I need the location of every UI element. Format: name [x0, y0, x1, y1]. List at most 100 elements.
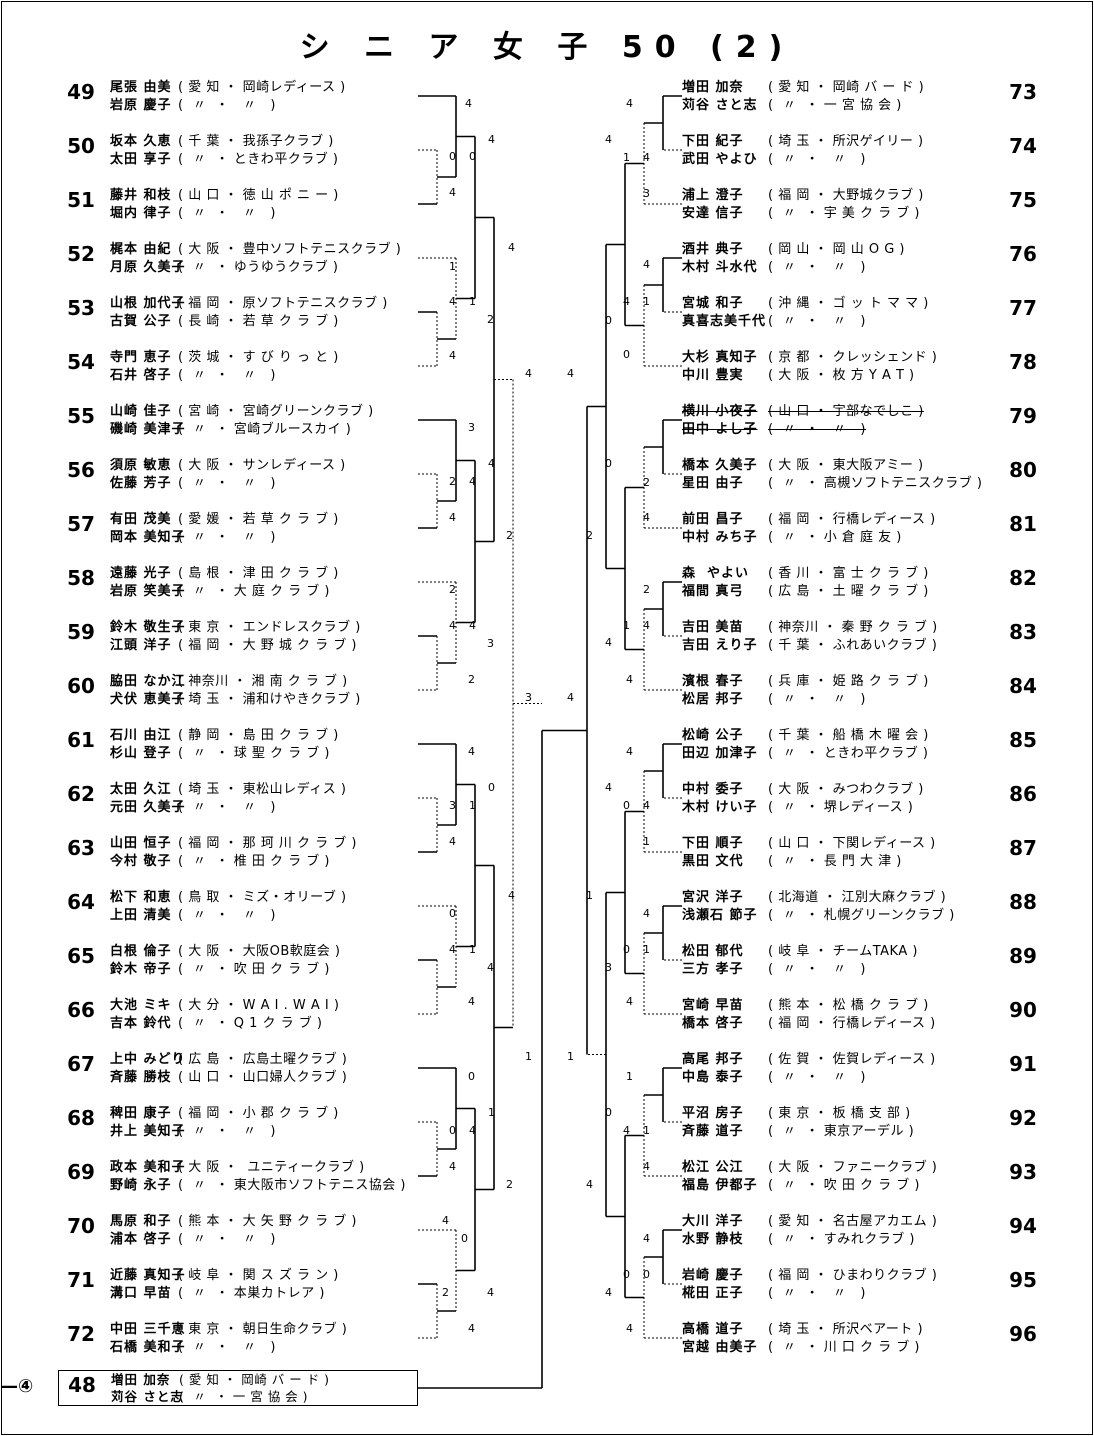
match-score-right: 4: [586, 1178, 593, 1191]
player-2: 宮越 由美子( 〃 ・ 川 口 ク ラ ブ ): [682, 1340, 920, 1356]
seed-number: 90: [1009, 998, 1037, 1022]
seed-number: 68: [67, 1106, 95, 1130]
player-affiliation: ( 〃 ・ 〃 ): [768, 962, 866, 977]
match-score-right: 1: [623, 619, 630, 632]
player-1: 政本 美和子( 大 阪 ・ ユニティークラブ ): [110, 1160, 365, 1176]
player-name: 堀内 律子: [110, 206, 172, 221]
seed-number: 89: [1009, 944, 1037, 968]
player-affiliation: ( 広 島 ・ 広島土曜クラブ ): [178, 1052, 348, 1067]
player-affiliation: ( 〃 ・ 〃 ): [178, 908, 276, 923]
player-affiliation: ( 〃 ・ 〃 ): [768, 152, 866, 167]
player-1: 近藤 真知子( 岐 阜 ・ 関 ス ズ ラ ン ): [110, 1268, 339, 1284]
player-name: 松崎 公子: [682, 728, 744, 743]
player-name: 田辺 加津子: [682, 746, 758, 761]
match-score-right: 4: [643, 799, 650, 812]
player-affiliation: ( 福 岡 ・ 大野城クラブ ): [768, 188, 924, 203]
player-2: 福間 真弓( 広 島 ・ 土 曜 ク ラ ブ ): [682, 584, 929, 600]
player-1: 前田 昌子( 福 岡 ・ 行橋レディース ): [682, 512, 936, 528]
match-score-left: 4: [449, 619, 456, 632]
seed-number: 50: [67, 134, 95, 158]
player-name: 福間 真弓: [682, 584, 744, 599]
match-score-right: 4: [623, 295, 630, 308]
player-1: 酒井 典子( 岡 山 ・ 岡 山 O G ): [682, 242, 905, 258]
match-score-right: 0: [623, 348, 630, 361]
player-name: 椛田 正子: [682, 1286, 744, 1301]
player-affiliation: ( 熊 本 ・ 大 矢 野 ク ラ ブ ): [178, 1214, 357, 1229]
player-name: 梶本 由紀: [110, 242, 172, 257]
player-name: 山根 加代子: [110, 296, 186, 311]
player-affiliation: ( 愛 知 ・ 岡崎レディース ): [178, 80, 346, 95]
seed-number: 73: [1009, 80, 1037, 104]
player-name: 藤井 和枝: [110, 188, 172, 203]
match-score-left: 4: [449, 186, 456, 199]
player-affiliation: ( 愛 知 ・ 岡崎 バ ー ド ): [768, 80, 925, 95]
player-name: 佐藤 芳子: [110, 476, 172, 491]
match-score-left: 4: [468, 995, 475, 1008]
match-score-right: 1: [643, 295, 650, 308]
player-affiliation: ( 京 都 ・ クレッシェンド ): [768, 350, 938, 365]
match-score-left: 1: [469, 943, 476, 956]
player-2: 犬伏 恵美子( 埼 玉 ・ 浦和けやきクラブ ): [110, 692, 361, 708]
player-1: 横川 小夜子( 山 口 ・ 宇部なでしこ ): [682, 404, 924, 420]
player-affiliation: ( 大 分 ・ W A I . W A I ): [178, 998, 340, 1013]
seed-number: 58: [67, 566, 95, 590]
player-affiliation: ( 〃 ・ 〃 ): [768, 260, 866, 275]
player-affiliation: ( 北海道 ・ 江別大麻クラブ ): [768, 890, 947, 905]
player-name: 平沼 房子: [682, 1106, 744, 1121]
player-name: 磯崎 美津子: [110, 422, 186, 437]
player-name: 斉藤 勝枝: [110, 1070, 172, 1085]
player-name: 松江 公江: [682, 1160, 744, 1175]
match-score-right: 1: [567, 1050, 574, 1063]
match-score-left: 4: [449, 295, 456, 308]
player-name: 石川 由江: [110, 728, 172, 743]
player-affiliation: ( 埼 玉 ・ 所沢ゲイリー ): [768, 134, 924, 149]
player-name: 鈴木 敬生子: [110, 620, 186, 635]
match-score-right: 4: [643, 1160, 650, 1173]
player-affiliation: ( 〃 ・ 長 門 大 津 ): [768, 854, 902, 869]
match-score-right: 4: [626, 995, 633, 1008]
player-affiliation: ( 神奈川 ・ 湘 南 ク ラ ブ ): [178, 674, 348, 689]
player-affiliation: ( 山 口 ・ 宇部なでしこ ): [768, 404, 924, 419]
player-1: 脇田 なか江( 神奈川 ・ 湘 南 ク ラ ブ ): [110, 674, 348, 690]
player-2: 磯崎 美津子( 〃 ・ 宮崎ブルースカイ ): [110, 422, 351, 438]
player-affiliation: ( 〃 ・ 一 宮 協 会 ): [768, 98, 902, 113]
player-name: 浅瀬石 節子: [682, 908, 758, 923]
player-1: 山根 加代子( 福 岡 ・ 原ソフトテニスクラブ ): [110, 296, 388, 312]
match-score-left: 2: [487, 313, 494, 326]
player-1: 有田 茂美( 愛 媛 ・ 若 草 ク ラ ブ ): [110, 512, 339, 528]
player-name: 宮沢 洋子: [682, 890, 744, 905]
player-2: 堀内 律子( 〃 ・ 〃 ): [110, 206, 276, 222]
match-score-right: 3: [605, 961, 612, 974]
player-affiliation: ( 長 崎 ・ 若 草 ク ラ ブ ): [178, 314, 339, 329]
player-2: 石井 啓子( 〃 ・ 〃 ): [110, 368, 276, 384]
match-score-left: 4: [487, 1286, 494, 1299]
player-1: 吉田 美苗( 神奈川 ・ 秦 野 ク ラ ブ ): [682, 620, 938, 636]
player-1: 宮崎 早苗( 熊 本 ・ 松 橋 ク ラ ブ ): [682, 998, 929, 1014]
player-1: 宮城 和子( 沖 縄 ・ ゴ ッ ト マ マ ): [682, 296, 929, 312]
player-name: 岡本 美知子: [110, 530, 186, 545]
player-name: 山田 恒子: [110, 836, 172, 851]
match-score-right: 4: [605, 781, 612, 794]
player-affiliation: ( 〃 ・ 堺レディース ): [768, 800, 914, 815]
player-1: 松崎 公子( 千 葉 ・ 船 橋 木 曜 会 ): [682, 728, 929, 744]
player-1: 須原 敏恵( 大 阪 ・ サンレディース ): [110, 458, 346, 474]
player-name: 岩原 慶子: [110, 98, 172, 113]
player-2: 松居 邦子( 〃 ・ 〃 ): [682, 692, 866, 708]
player-1: 松下 和恵( 鳥 取 ・ ミズ・オリーブ ): [110, 890, 347, 906]
